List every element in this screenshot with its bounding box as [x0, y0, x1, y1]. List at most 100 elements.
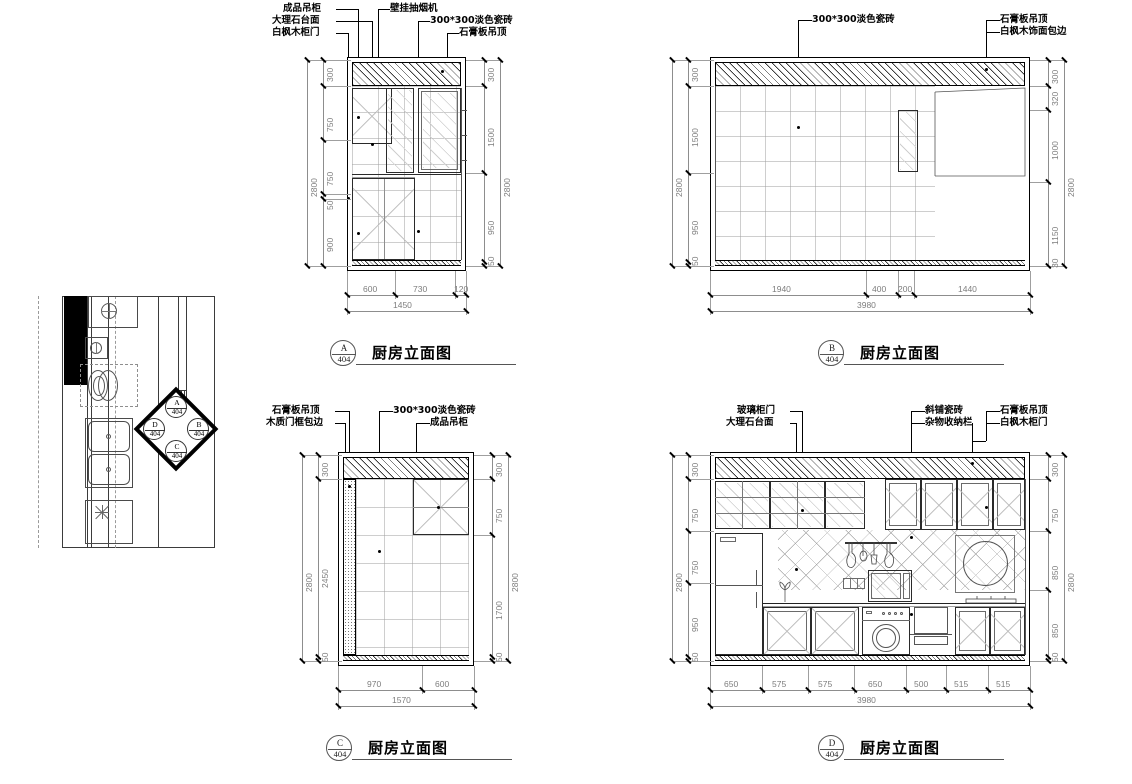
plan-counter-front	[108, 296, 109, 548]
label-a-5: 300*300淡色瓷砖	[430, 15, 513, 26]
label-c-4: 成品吊柜	[430, 417, 469, 428]
plan-solid-wall	[64, 296, 87, 385]
panel-d-glass-cab-3	[825, 481, 865, 529]
dim-a-bot-1: 600	[363, 284, 378, 294]
view-direction-marker[interactable]: A 404 B 404 C 404 D 404	[133, 386, 219, 472]
view-marker-b-sheet: 404	[193, 430, 205, 438]
plan-sink-unit	[85, 418, 133, 488]
panel-c-dot-3	[437, 506, 440, 509]
dim-d-right-3: 850	[1050, 565, 1060, 580]
dim-d-bot-chain-line	[710, 690, 1030, 691]
view-marker-b[interactable]: B 404	[187, 418, 209, 440]
panel-d-washer-knob-2	[888, 612, 891, 615]
leader-d-5	[986, 411, 1000, 412]
panel-b-left-jamb	[715, 86, 716, 260]
dim-b-left-1: 300	[690, 67, 700, 82]
dim-d-right-5: 50	[1050, 652, 1060, 662]
plan-hob-burner-cross-h	[101, 311, 117, 312]
dim-b-bot-chain-line	[710, 295, 1030, 296]
panel-c-floor	[343, 655, 469, 661]
panel-a-jamb-tick-3	[461, 160, 467, 161]
panel-a-bubble[interactable]: A 404	[330, 340, 356, 366]
dim-a-rext-2	[466, 173, 486, 174]
dim-a-left-2: 750	[325, 117, 335, 132]
panel-a-jamb-tick-2	[461, 135, 467, 136]
panel-a-title-underline	[356, 364, 516, 365]
view-marker-d-divider	[145, 429, 165, 431]
panel-d-wall-feature-frame	[955, 535, 1015, 593]
panel-b-title: 厨房立面图	[860, 344, 941, 362]
panel-a-dot-6	[441, 70, 444, 73]
leader-c-1	[335, 411, 349, 412]
panel-c-bubble[interactable]: C 404	[326, 735, 352, 761]
dim-a-right-total-line	[500, 60, 501, 267]
dim-c-left-1: 300	[320, 462, 330, 477]
dim-d-right-4: 850	[1050, 623, 1060, 638]
dim-d-bext-7	[988, 666, 989, 694]
dim-b-left-3: 950	[690, 220, 700, 235]
dim-b-ext-bot	[672, 266, 714, 267]
panel-d-outlet-div-2	[857, 579, 858, 588]
panel-c-mark: C	[336, 738, 343, 748]
plan-sink-drain-1	[106, 434, 111, 439]
dim-b-bot-3: 200	[898, 284, 913, 294]
dim-a-right-2: 1500	[486, 128, 496, 147]
dim-b-left-total-line	[672, 60, 673, 267]
dim-d-left-5: 50	[690, 652, 700, 662]
dim-c-left-total: 2800	[304, 573, 314, 592]
dim-c-left-chain-line	[318, 455, 319, 662]
panel-d-glass-cab-1-rail-2	[715, 513, 770, 514]
label-d-1: 玻璃柜门	[737, 405, 776, 416]
panel-a-dot-3	[347, 197, 350, 200]
dim-b-bext-3	[898, 271, 899, 299]
dim-d-right-chain-line	[1048, 455, 1049, 662]
dim-c-bot-total: 1570	[392, 695, 411, 705]
plan-tall-unit	[85, 500, 133, 544]
panel-d-washer-knob-4	[900, 612, 903, 615]
dim-c-ext-top	[302, 455, 342, 456]
panel-d-bubble[interactable]: D 404	[818, 735, 844, 761]
panel-d-fridge-handle-2	[756, 592, 757, 608]
panel-d-storage-shelf	[914, 636, 948, 645]
dim-a-ext-top	[307, 60, 351, 61]
panel-d-base-cab-2-x	[812, 608, 858, 654]
panel-b-mark: B	[828, 343, 835, 353]
dim-a-ext-3	[323, 194, 351, 195]
dim-b-right-1: 300	[1050, 69, 1060, 84]
panel-d-microwave-door	[871, 573, 901, 599]
panel-b-bubble[interactable]: B 404	[818, 340, 844, 366]
plan-right-wall-cap	[178, 390, 187, 391]
dim-d-rext-3	[1030, 590, 1050, 591]
plan-hob	[88, 296, 138, 328]
panel-c-dot-1	[348, 485, 351, 488]
panel-c-title-underline	[352, 759, 512, 760]
view-marker-c-divider	[167, 451, 187, 453]
view-marker-c[interactable]: C 404	[165, 440, 187, 462]
plan-small-appliance-mark	[96, 342, 97, 354]
view-marker-a[interactable]: A 404	[165, 396, 187, 418]
panel-d-washer-knob-1	[882, 612, 885, 615]
dim-d-right-total: 2800	[1066, 573, 1076, 592]
view-marker-d[interactable]: D 404	[143, 418, 165, 440]
leader-c-2	[335, 423, 345, 424]
dim-a-left-3: 750	[325, 171, 335, 186]
dim-c-rext-2	[474, 535, 494, 536]
panel-d-title: 厨房立面图	[860, 739, 941, 757]
plan-dash-left	[38, 296, 39, 548]
view-marker-a-divider	[167, 407, 187, 409]
panel-b-title-underline	[844, 364, 1004, 365]
panel-d-mark: D	[828, 738, 836, 748]
leader-d-6	[986, 423, 1000, 424]
label-d-2: 大理石台面	[726, 417, 774, 428]
panel-d-washer-panel-line	[862, 620, 910, 621]
dim-d-bot-3: 575	[818, 679, 833, 689]
dim-b-right-total-line	[1064, 60, 1065, 267]
panel-d-base-cab-1-x	[764, 608, 810, 654]
leader-b-3	[986, 32, 1000, 33]
panel-d-dot-2	[795, 568, 798, 571]
dim-c-rext-1	[474, 479, 494, 480]
panel-a-counter	[352, 174, 461, 175]
panel-a-mark: A	[340, 343, 348, 353]
label-c-1: 石膏板吊顶	[272, 405, 320, 416]
